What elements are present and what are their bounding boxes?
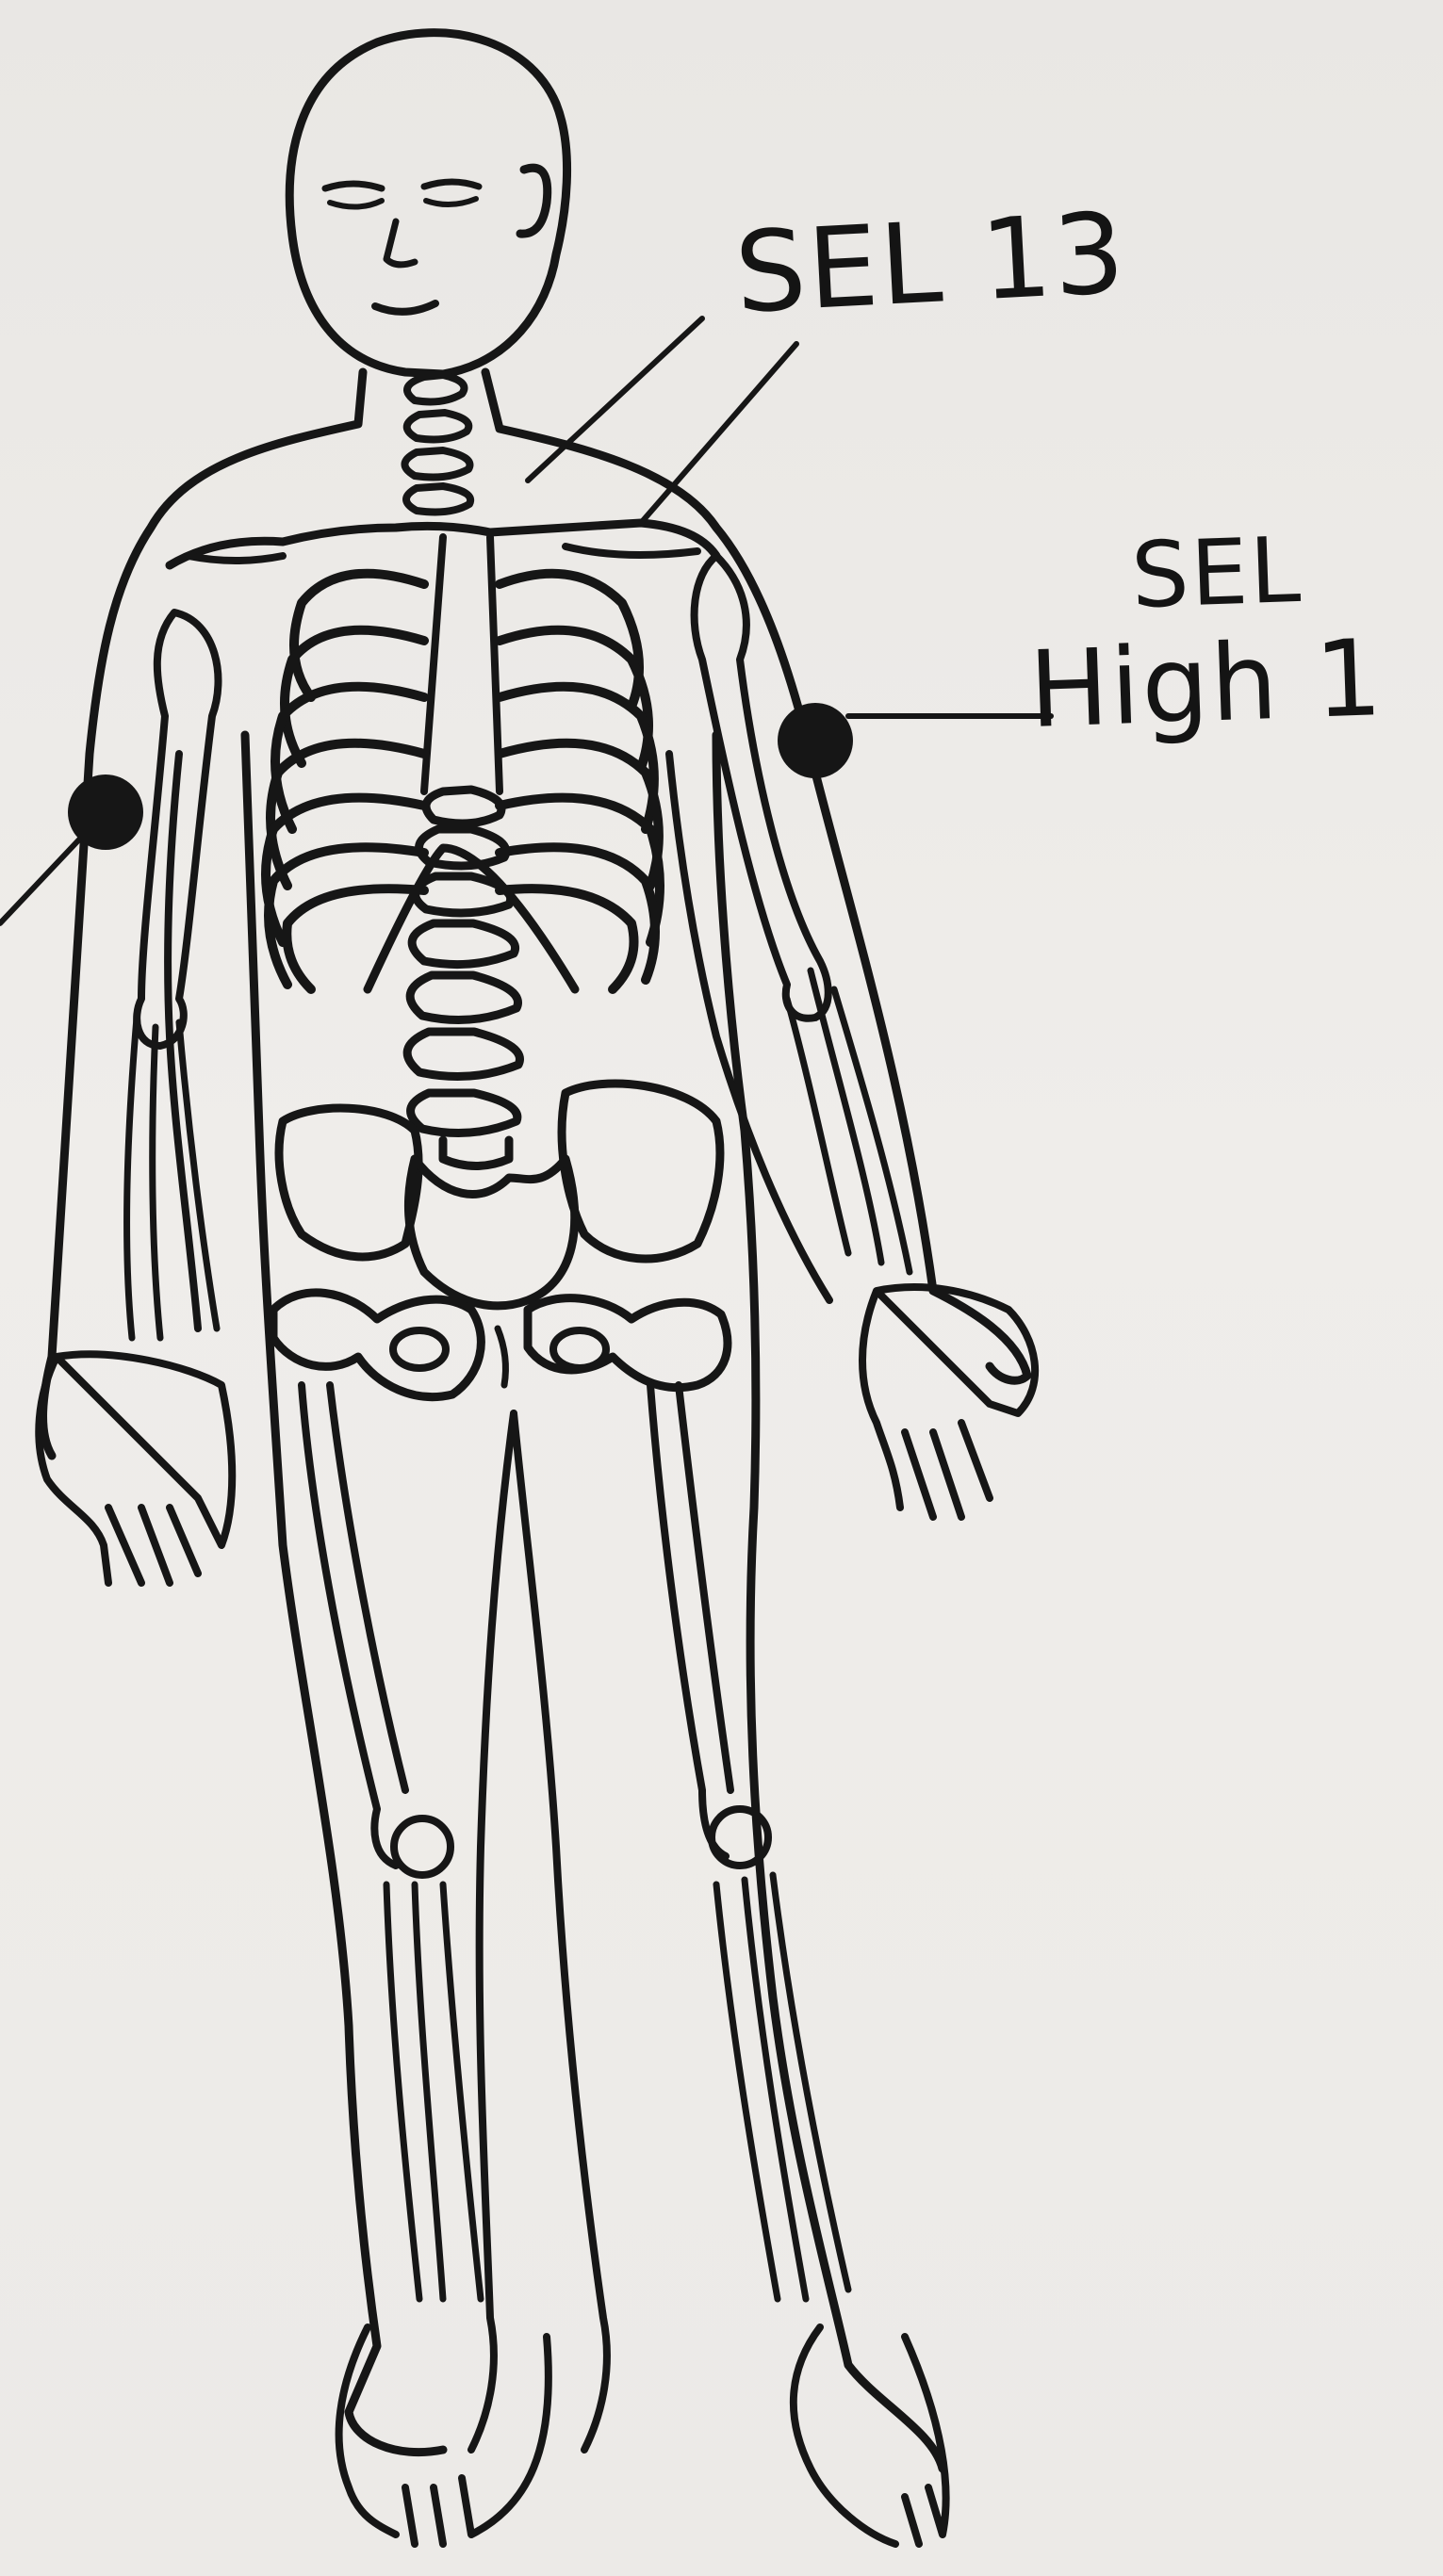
leader-line-left-offpage bbox=[0, 839, 80, 923]
label-sel-high1-line2: High 1 bbox=[1027, 626, 1386, 743]
leader-line-sel13-b bbox=[641, 344, 796, 523]
electrode-marker-right-arm bbox=[778, 703, 853, 778]
feet bbox=[339, 2327, 946, 2544]
label-sel-high1: SEL High 1 bbox=[1052, 522, 1386, 742]
label-sel13: SEL 13 bbox=[732, 197, 1128, 329]
label-sel-high1-line1: SEL bbox=[1129, 517, 1304, 628]
leg-bones bbox=[302, 1385, 848, 2299]
hands bbox=[39, 1287, 1035, 1583]
head bbox=[289, 33, 566, 374]
